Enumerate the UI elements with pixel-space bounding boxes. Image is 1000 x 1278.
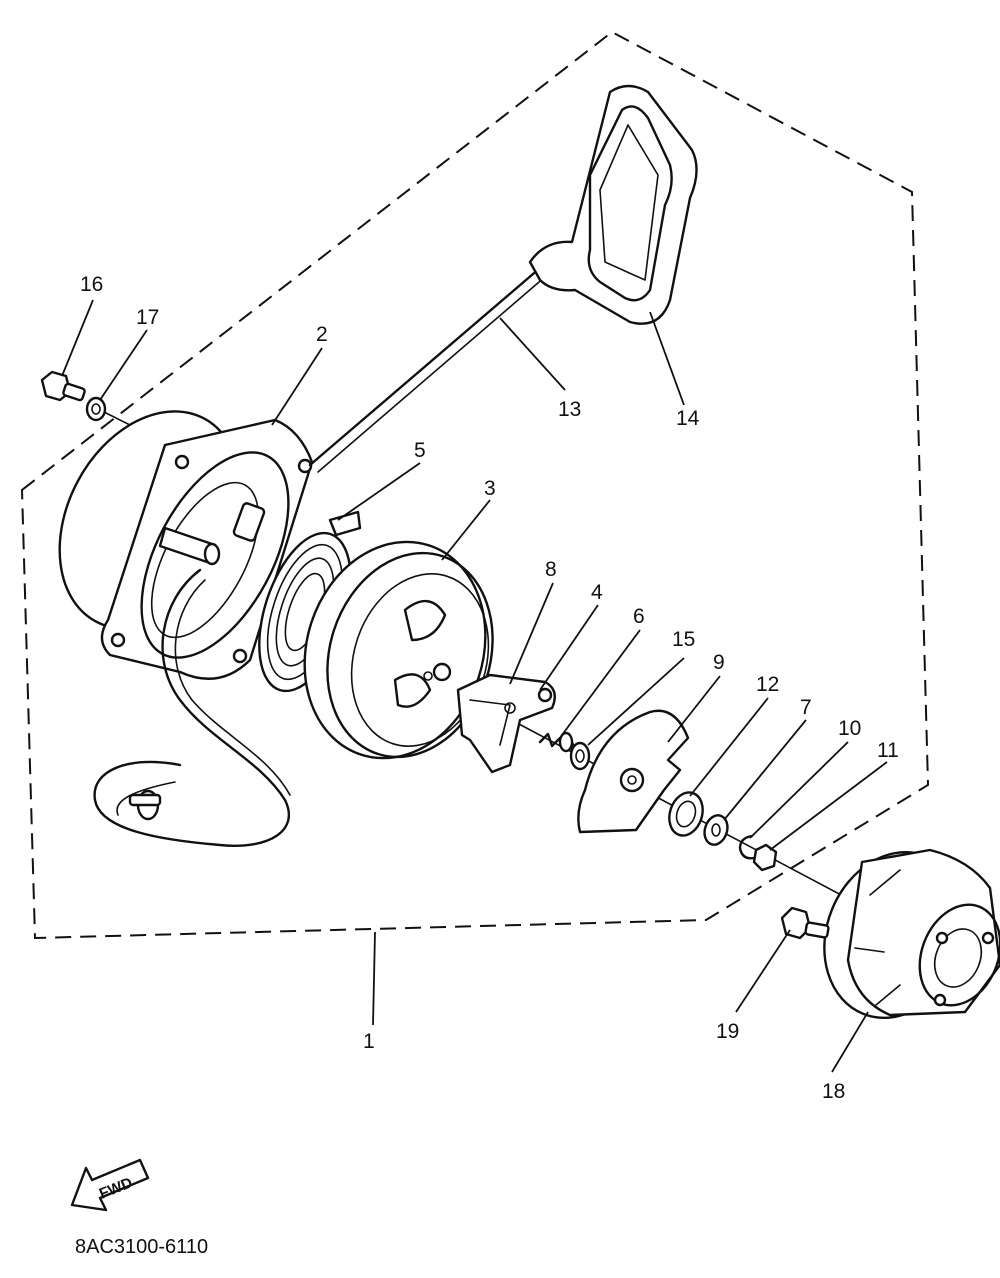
callout-2: 2 xyxy=(316,323,328,346)
callout-19: 19 xyxy=(716,1020,739,1043)
guide-plate xyxy=(577,709,690,834)
starter-handle xyxy=(528,84,698,325)
starter-rope-loop-inner xyxy=(116,579,291,816)
callout-7: 7 xyxy=(800,696,812,719)
callout-12: 12 xyxy=(756,673,779,696)
callout-11: 11 xyxy=(877,739,899,762)
fwd-arrow-icon: FWD xyxy=(70,1158,150,1212)
case-bolt xyxy=(40,370,86,402)
washer-7 xyxy=(703,814,729,846)
assembly-boundary xyxy=(20,30,930,940)
circlip xyxy=(738,834,756,860)
washer-15-hole xyxy=(575,749,585,763)
friction-ring-hole xyxy=(675,800,697,828)
washer-7-hole xyxy=(711,823,721,837)
pulley-bolt xyxy=(780,906,830,940)
sheave-drum xyxy=(303,540,494,760)
handle-rope-b xyxy=(317,275,547,473)
callout-18: 18 xyxy=(822,1080,845,1103)
callout-5: 5 xyxy=(414,439,426,462)
callout-4: 4 xyxy=(591,581,603,604)
callout-9: 9 xyxy=(713,651,725,674)
callout-1: 1 xyxy=(363,1030,375,1053)
callout-3: 3 xyxy=(484,477,496,500)
case-washer xyxy=(85,396,107,422)
handle-rope xyxy=(308,266,542,467)
friction-ring xyxy=(668,791,704,837)
callout-15: 15 xyxy=(672,628,695,651)
washer-15 xyxy=(569,741,591,771)
case-washer-hole xyxy=(91,403,101,415)
callout-17: 17 xyxy=(136,306,159,329)
rope-clip xyxy=(128,789,162,821)
starter-rope-loop xyxy=(93,568,291,847)
return-spring xyxy=(538,731,578,756)
callout-13: 13 xyxy=(558,398,581,421)
callout-8: 8 xyxy=(545,558,557,581)
callout-16: 16 xyxy=(80,273,103,296)
starter-pulley xyxy=(823,848,1000,1020)
leader-lines xyxy=(61,299,888,1073)
callout-6: 6 xyxy=(633,605,645,628)
callout-14: 14 xyxy=(676,407,700,430)
nut-11 xyxy=(752,843,778,872)
drawing-code: 8AC3100-6110 xyxy=(75,1236,208,1258)
callout-10: 10 xyxy=(838,717,861,740)
